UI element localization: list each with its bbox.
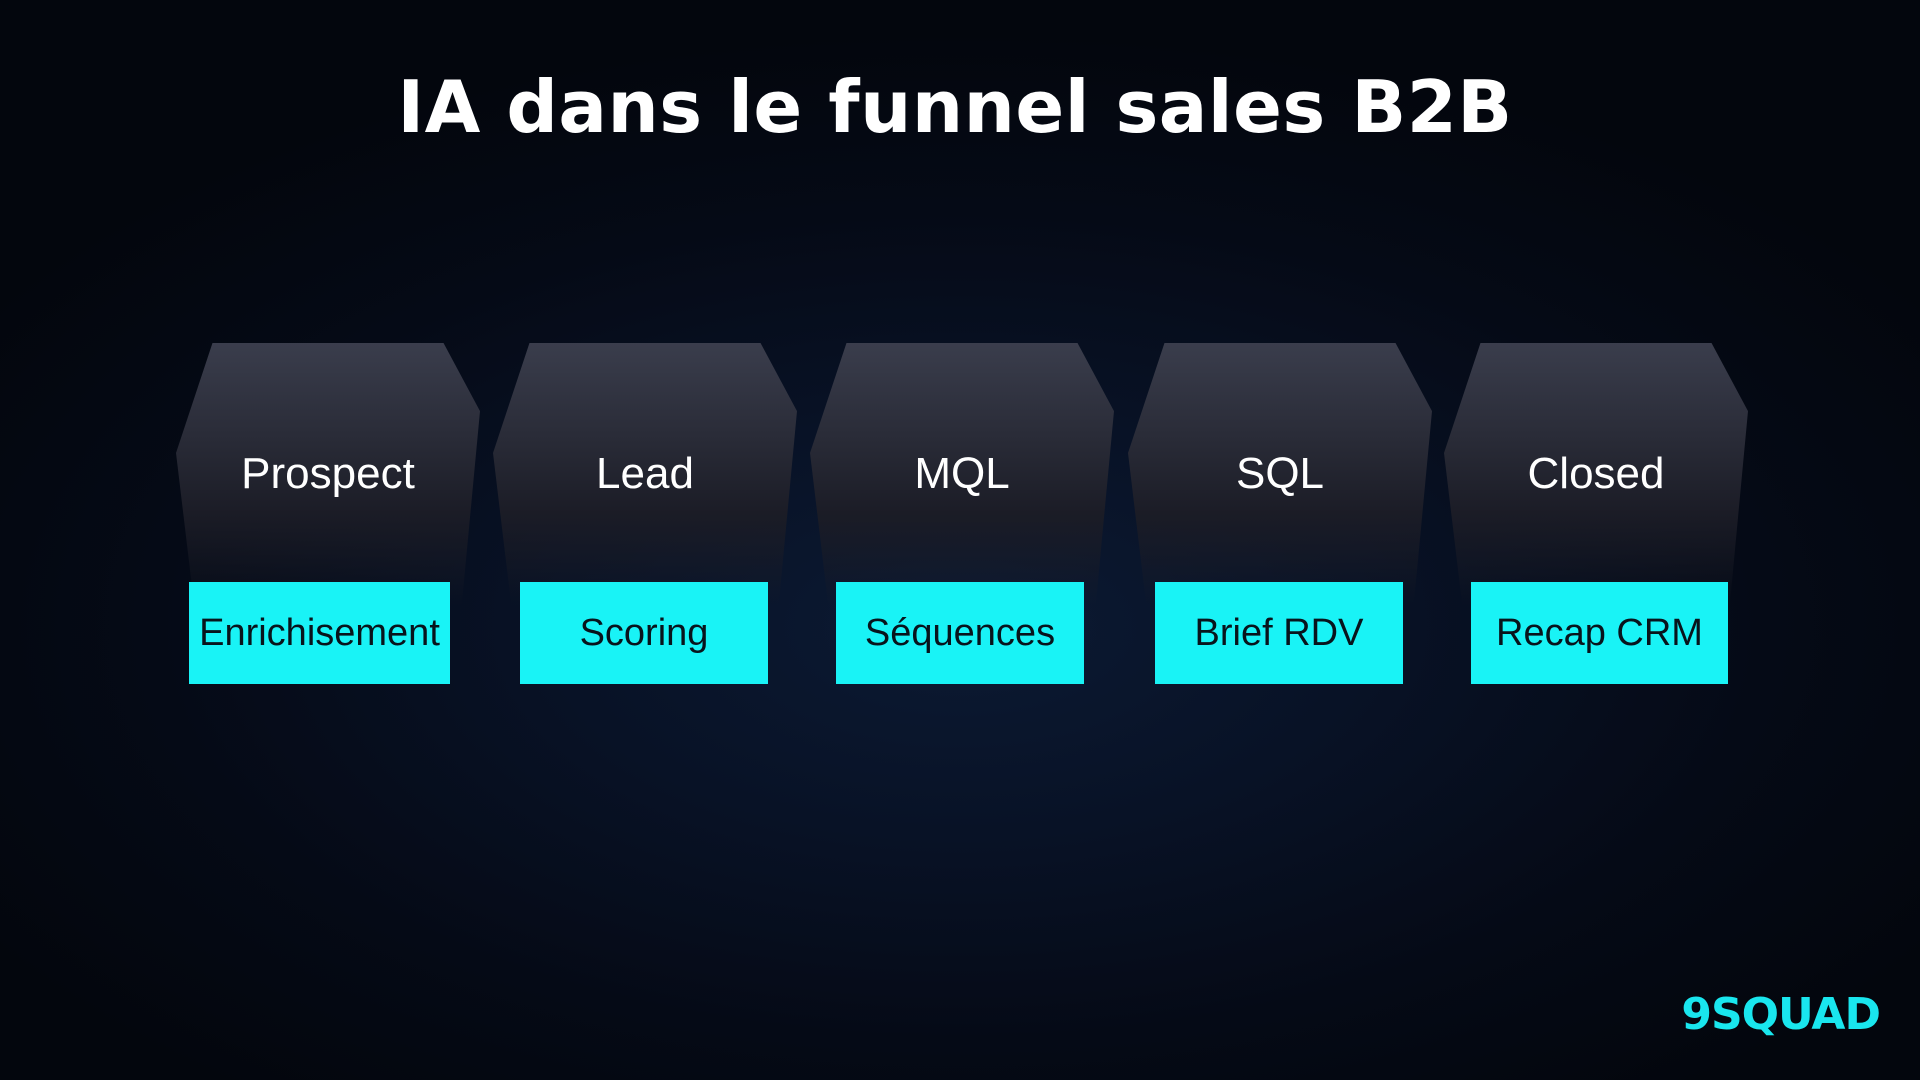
funnel-stage-lead: Lead xyxy=(493,343,797,605)
ai-step-recap-crm: Recap CRM xyxy=(1471,582,1728,684)
funnel-stage-closed: Closed xyxy=(1444,343,1748,605)
stage-label: Lead xyxy=(596,449,694,498)
ai-step-enrichisement: Enrichisement xyxy=(189,582,450,684)
stage-label: MQL xyxy=(914,449,1010,498)
stage-label: Closed xyxy=(1527,449,1665,498)
stage-shape xyxy=(1444,343,1748,605)
stage-shape xyxy=(810,343,1114,605)
stage-shape xyxy=(176,343,480,605)
stage-label: SQL xyxy=(1235,449,1325,498)
brand-logo: 9SQUAD xyxy=(1681,989,1881,1040)
funnel-stage-sql: SQL xyxy=(1128,343,1432,605)
stage-shape xyxy=(1128,343,1432,605)
stage-label: Prospect xyxy=(241,449,415,498)
slide-title: IA dans le funnel sales B2B xyxy=(397,65,1513,149)
stage-shape xyxy=(493,343,797,605)
funnel-stage-prospect: Prospect xyxy=(176,343,480,605)
ai-step-sequences: Séquences xyxy=(836,582,1084,684)
ai-step-scoring: Scoring xyxy=(520,582,768,684)
funnel-stage-mql: MQL xyxy=(810,343,1114,605)
ai-step-brief-rdv: Brief RDV xyxy=(1155,582,1403,684)
